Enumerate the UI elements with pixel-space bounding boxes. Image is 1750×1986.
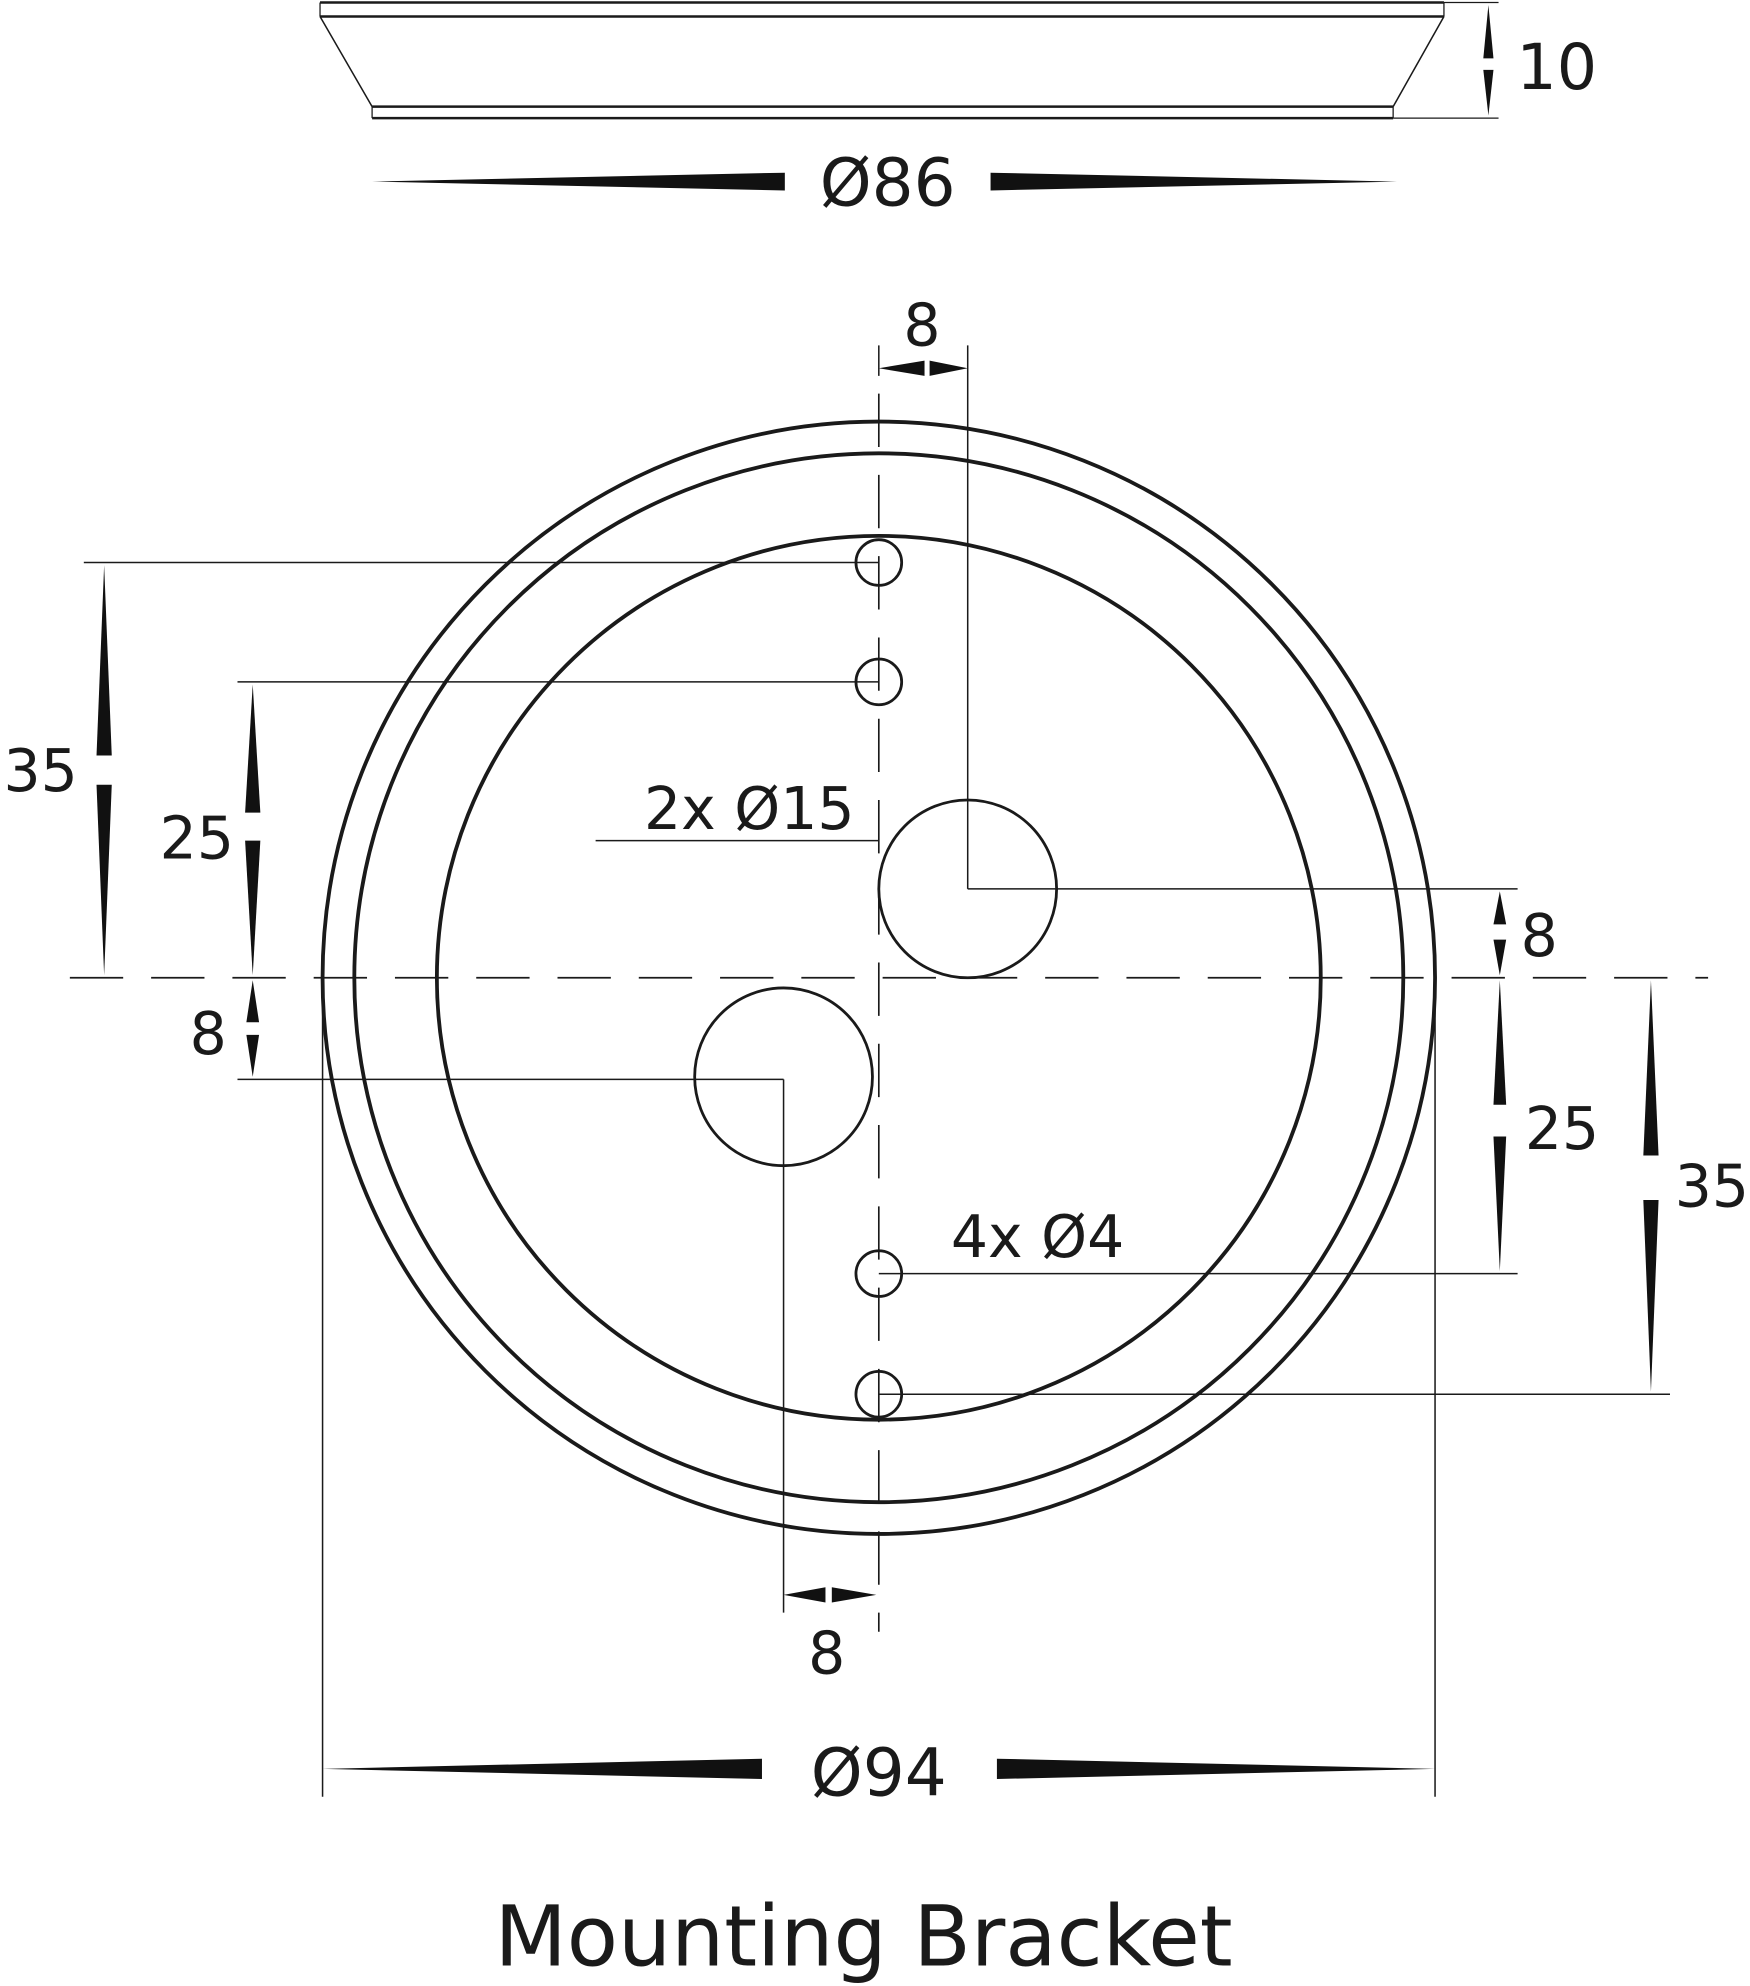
large-holes-label: 2x Ø15 <box>644 775 855 843</box>
side-diameter-label: Ø86 <box>820 145 956 222</box>
side-view <box>319 1 1499 120</box>
right-outer-label: 35 <box>1675 1152 1749 1220</box>
bottom-offset-label: 8 <box>808 1620 845 1688</box>
right-offset-label: 8 <box>1521 902 1558 970</box>
small-holes-label: 4x Ø4 <box>951 1203 1124 1271</box>
outer-diameter-label: Ø94 <box>811 1735 947 1812</box>
left-inner-label: 25 <box>160 804 234 872</box>
drawing-title: Mounting Bracket <box>494 1888 1232 1986</box>
centerlines <box>69 393 1709 1632</box>
side-height-dimension <box>1483 5 1494 116</box>
side-diameter-dimension <box>372 172 1397 191</box>
dimension-arrows <box>96 360 1659 1780</box>
extension-lines <box>83 345 1670 1797</box>
top-offset-label: 8 <box>903 291 940 359</box>
left-offset-label: 8 <box>190 1000 227 1068</box>
right-inner-label: 25 <box>1525 1095 1599 1163</box>
left-outer-label: 35 <box>3 737 77 805</box>
side-height-label: 10 <box>1516 30 1597 104</box>
